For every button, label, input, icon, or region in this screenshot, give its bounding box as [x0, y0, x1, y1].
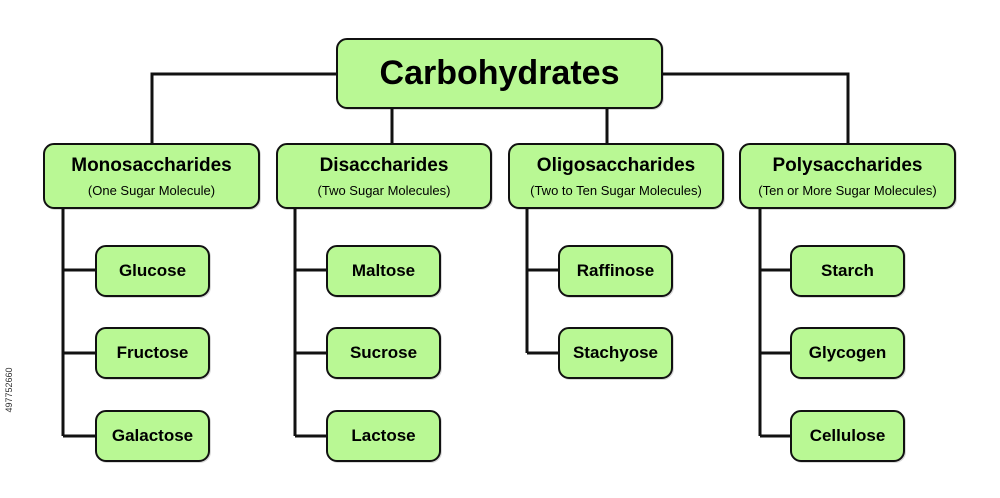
category-title: Monosaccharides [71, 154, 232, 176]
item-label: Maltose [351, 261, 416, 280]
item-sucrose: Sucrose [326, 327, 441, 379]
category-monosaccharides: Monosaccharides (One Sugar Molecule) [43, 143, 260, 209]
item-lactose: Lactose [326, 410, 441, 462]
item-stachyose: Stachyose [558, 327, 673, 379]
category-subtitle: (Two to Ten Sugar Molecules) [530, 182, 702, 198]
category-subtitle: (Ten or More Sugar Molecules) [758, 182, 937, 198]
item-label: Stachyose [572, 343, 659, 362]
item-label: Raffinose [576, 261, 655, 280]
item-glucose: Glucose [95, 245, 210, 297]
item-label: Lactose [351, 426, 416, 445]
item-starch: Starch [790, 245, 905, 297]
item-label: Cellulose [809, 426, 886, 445]
item-raffinose: Raffinose [558, 245, 673, 297]
root-node: Carbohydrates [336, 38, 663, 109]
category-oligosaccharides: Oligosaccharides (Two to Ten Sugar Molec… [508, 143, 724, 209]
category-title: Disaccharides [319, 154, 449, 176]
category-title: Polysaccharides [772, 154, 923, 176]
root-label: Carbohydrates [379, 54, 620, 92]
connector-root-cat-1 [150, 72, 336, 144]
item-cellulose: Cellulose [790, 410, 905, 462]
item-label: Galactose [111, 426, 194, 445]
item-fructose: Fructose [95, 327, 210, 379]
item-glycogen: Glycogen [790, 327, 905, 379]
category-polysaccharides: Polysaccharides (Ten or More Sugar Molec… [739, 143, 956, 209]
item-label: Glucose [118, 261, 187, 280]
item-label: Starch [821, 261, 874, 280]
item-label: Fructose [116, 343, 189, 362]
item-label: Glycogen [808, 343, 887, 362]
category-subtitle: (Two Sugar Molecules) [317, 182, 451, 198]
image-id-label: 497752660 [4, 367, 14, 413]
category-subtitle: (One Sugar Molecule) [87, 182, 216, 198]
category-title: Oligosaccharides [536, 154, 696, 176]
category-disaccharides: Disaccharides (Two Sugar Molecules) [276, 143, 492, 209]
item-maltose: Maltose [326, 245, 441, 297]
item-label: Sucrose [349, 343, 418, 362]
item-galactose: Galactose [95, 410, 210, 462]
connector-root-cat-4 [663, 72, 850, 144]
